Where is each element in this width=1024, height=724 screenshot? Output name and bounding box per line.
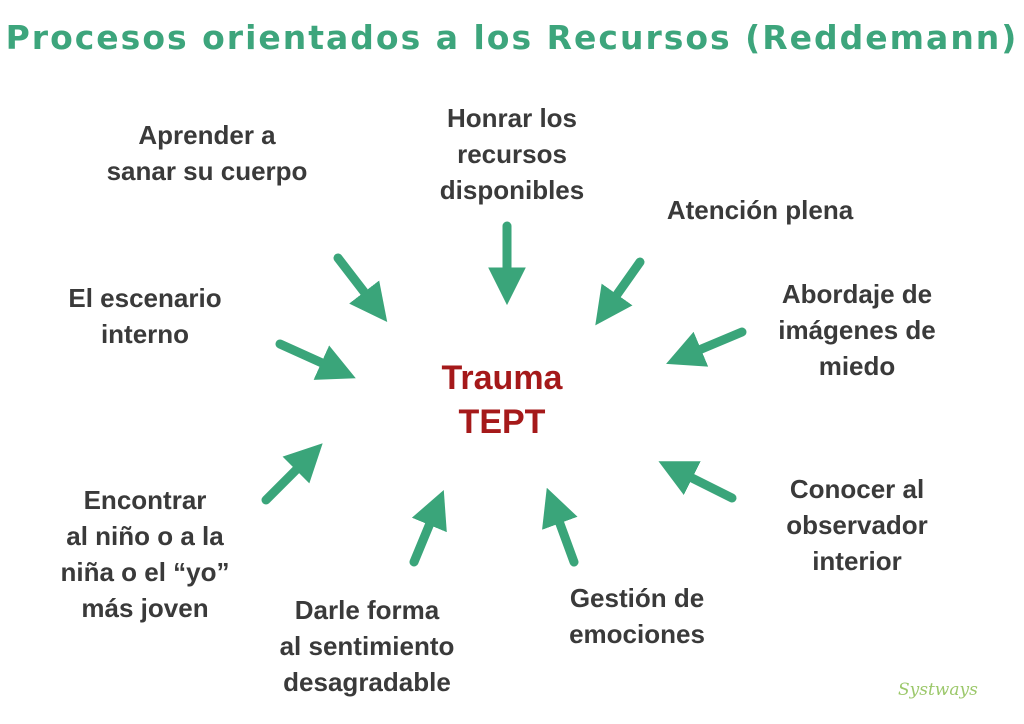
node-abordaje: Abordaje de imágenes de miedo xyxy=(778,279,936,381)
node-aprender: Aprender a sanar su cuerpo xyxy=(106,120,308,186)
diagram-title: Procesos orientados a los Recursos (Redd… xyxy=(5,18,1019,57)
arrow-atencion xyxy=(595,257,645,326)
arrow-escenario xyxy=(275,339,356,380)
arrow-encontrar xyxy=(261,443,323,505)
center-trauma-tept: Trauma TEPT xyxy=(441,359,563,441)
node-conocer: Conocer al observador interior xyxy=(786,474,928,576)
node-atencion: Atención plena xyxy=(666,195,854,225)
node-honrar: Honrar los recursos disponibles xyxy=(439,103,585,205)
node-encontrar: Encontrar al niño o a la niña o el “yo” … xyxy=(60,485,230,623)
arrow-gestion xyxy=(542,487,579,567)
node-darle: Darle forma al sentimiento desagradable xyxy=(279,595,455,697)
node-gestion: Gestión de emociones xyxy=(569,583,705,649)
systways-logo: Systways xyxy=(898,680,978,700)
arrow-abordaje xyxy=(666,327,747,367)
node-escenario: El escenario interno xyxy=(68,283,222,349)
arrow-aprender xyxy=(333,253,388,322)
arrow-conocer xyxy=(658,461,737,503)
arrow-darle xyxy=(409,490,447,567)
